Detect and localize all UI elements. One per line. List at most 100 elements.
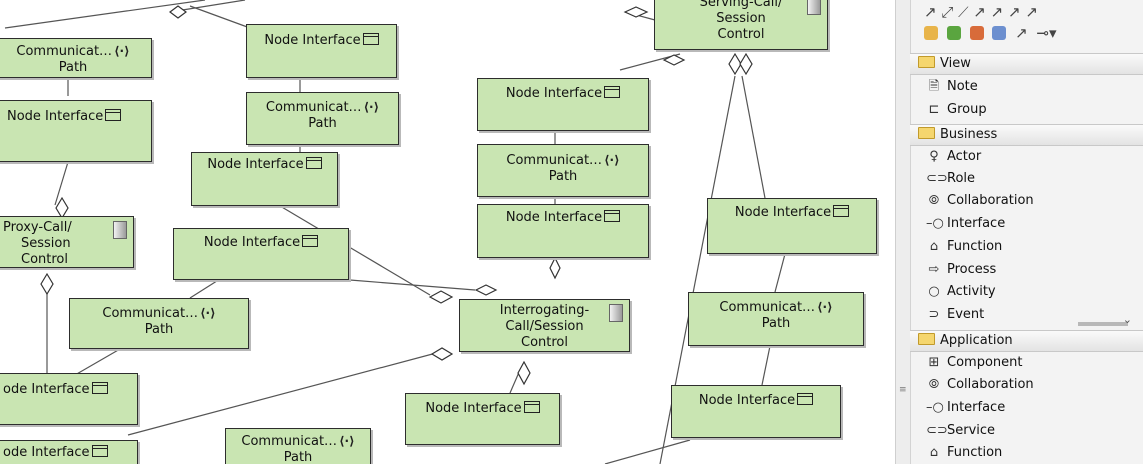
- people-icon[interactable]: [924, 25, 938, 40]
- function-icon: ⌂: [929, 239, 939, 254]
- node-interface[interactable]: ode Interface: [0, 440, 138, 464]
- palette-scrollbar[interactable]: ≡: [896, 0, 911, 464]
- arrow-icon[interactable]: ↗: [1008, 3, 1021, 21]
- communication-path-node[interactable]: Communicat…⟨·⟩ Path: [0, 38, 152, 78]
- node-sublabel: Path: [548, 169, 578, 184]
- communication-path-node[interactable]: Communicat…⟨·⟩ Path: [225, 428, 371, 464]
- connector-line[interactable]: [189, 5, 251, 29]
- interface-icon: [523, 401, 540, 413]
- device-node[interactable]: Interrogating- Call/Session Control: [459, 299, 630, 352]
- component-icon: ⊞: [928, 355, 940, 370]
- drawer-label: Application: [940, 333, 1013, 348]
- palette-toolbar: ↗ ⤢ ⟋ ↗ ↗ ↗ ↗ ↗ ⊸▾: [924, 2, 1139, 50]
- connector-line[interactable]: [761, 345, 771, 386]
- connector-line[interactable]: [349, 279, 476, 291]
- node-interface[interactable]: Node Interface: [477, 78, 649, 131]
- palette-item-interface[interactable]: –○Interface: [926, 397, 1005, 419]
- palette-item-label: Activity: [947, 284, 996, 299]
- connector-line[interactable]: [269, 199, 431, 296]
- node-label: Communicat…: [506, 153, 603, 168]
- palette-item-note[interactable]: 🗎Note: [926, 76, 978, 98]
- drawer-view[interactable]: View: [910, 53, 1143, 75]
- communication-path-node[interactable]: Communicat…⟨·⟩ Path: [246, 92, 399, 145]
- device-node[interactable]: Proxy-Call/ Session Control: [0, 216, 134, 268]
- line-icon[interactable]: ⟋: [958, 3, 969, 21]
- association-icon[interactable]: ⤢: [941, 3, 954, 21]
- interface-icon: [604, 86, 621, 98]
- arrow-icon[interactable]: ↗: [1015, 23, 1028, 42]
- node-sublabel: Path: [144, 322, 174, 337]
- communication-path-node[interactable]: Communicat…⟨·⟩ Path: [477, 144, 649, 197]
- interface-icon: [105, 109, 122, 121]
- arrow-icon[interactable]: ↗: [924, 3, 937, 21]
- palette-item-label: Component: [947, 355, 1023, 370]
- palette-item-process[interactable]: ⇨Process: [926, 259, 997, 281]
- junction-icon[interactable]: ⊸▾: [1036, 23, 1057, 42]
- node-interface[interactable]: Node Interface: [191, 152, 338, 206]
- junction-icon[interactable]: [992, 25, 1007, 40]
- connector-line[interactable]: [4, 0, 206, 29]
- arrow-icon[interactable]: ↗: [1025, 3, 1038, 21]
- communication-path-icon: ⟨·⟩: [339, 434, 355, 448]
- palette-item-collaboration[interactable]: ⦾Collaboration: [926, 374, 1034, 396]
- node-interface[interactable]: Node Interface: [246, 24, 397, 78]
- aggregation-diamond: [40, 272, 54, 296]
- connector-line[interactable]: [741, 75, 766, 199]
- node-interface[interactable]: Node Interface: [671, 385, 841, 438]
- device-node[interactable]: Serving-Call/ Session Control: [654, 0, 828, 50]
- actor-icon: ♀: [929, 149, 939, 164]
- communication-path-icon: ⟨·⟩: [817, 300, 833, 314]
- node-sublabel: Call/Session: [505, 319, 584, 334]
- connector-icon[interactable]: ↗: [973, 3, 986, 21]
- node-interface[interactable]: Node Interface: [173, 228, 349, 280]
- drawer-business[interactable]: Business: [910, 124, 1143, 146]
- palette-item-service[interactable]: ⊂⊃Service: [926, 420, 995, 442]
- palette-item-interface[interactable]: –○Interface: [926, 213, 1005, 235]
- aggregation-diamond: [662, 54, 686, 66]
- connector-line[interactable]: [127, 351, 441, 436]
- node-interface[interactable]: ode Interface: [0, 373, 138, 425]
- arrow-box-icon[interactable]: [969, 25, 984, 40]
- palette-item-function[interactable]: ⌂Function: [926, 236, 1002, 258]
- arrow-icon[interactable]: ↗: [990, 3, 1004, 21]
- communication-path-node[interactable]: Communicat…⟨·⟩ Path: [69, 298, 249, 349]
- drawer-resize-handle[interactable]: [1078, 313, 1132, 326]
- device-icon: [113, 221, 127, 239]
- palette-item-actor[interactable]: ♀ Actor: [926, 146, 981, 168]
- communication-path-node[interactable]: Communicat…⟨·⟩ Path: [688, 292, 864, 346]
- node-interface[interactable]: Node Interface: [477, 204, 649, 258]
- node-label: Communicat…: [241, 434, 338, 449]
- node-label: ode Interface: [3, 382, 90, 397]
- connector-line[interactable]: [74, 348, 121, 376]
- palette-item-label: Actor: [947, 149, 982, 164]
- aggregation-diamond: [728, 52, 742, 76]
- node-sublabel: Path: [283, 450, 313, 464]
- node-label: Communicat…: [265, 100, 362, 115]
- drawer-application[interactable]: Application: [910, 330, 1143, 352]
- palette-item-activity[interactable]: ○Activity: [926, 281, 996, 303]
- palette-item-label: Interface: [947, 216, 1006, 231]
- node-interface[interactable]: Node Interface: [707, 198, 877, 254]
- drawer-label: Business: [940, 127, 998, 142]
- palette-item-group[interactable]: ⊏Group: [926, 99, 987, 121]
- palette-item-role[interactable]: ⊂⊃Role: [926, 168, 975, 190]
- plus-icon[interactable]: [946, 25, 961, 40]
- palette-item-collaboration[interactable]: ⦾Collaboration: [926, 190, 1034, 212]
- node-label: Node Interface: [505, 210, 603, 225]
- aggregation-diamond: [169, 5, 187, 19]
- event-icon: ⊃: [928, 307, 940, 322]
- palette-item-event[interactable]: ⊃Event: [926, 304, 985, 326]
- palette-item-function[interactable]: ⌂Function: [926, 442, 1002, 464]
- node-interface[interactable]: Node Interface: [0, 100, 152, 162]
- diagram-canvas[interactable]: Communicat…⟨·⟩ Path Node Interface Node …: [0, 0, 895, 464]
- connector-line[interactable]: [189, 278, 221, 299]
- node-label: Proxy-Call/: [3, 220, 72, 235]
- function-icon: ⌂: [929, 445, 939, 460]
- palette-item-component[interactable]: ⊞ Component: [926, 352, 1023, 374]
- interface-icon: [833, 205, 850, 217]
- connector-line[interactable]: [774, 253, 786, 293]
- connector-line[interactable]: [54, 161, 69, 206]
- node-interface[interactable]: Node Interface: [405, 393, 560, 445]
- connector-line[interactable]: [604, 439, 691, 464]
- interface-icon: [797, 393, 814, 405]
